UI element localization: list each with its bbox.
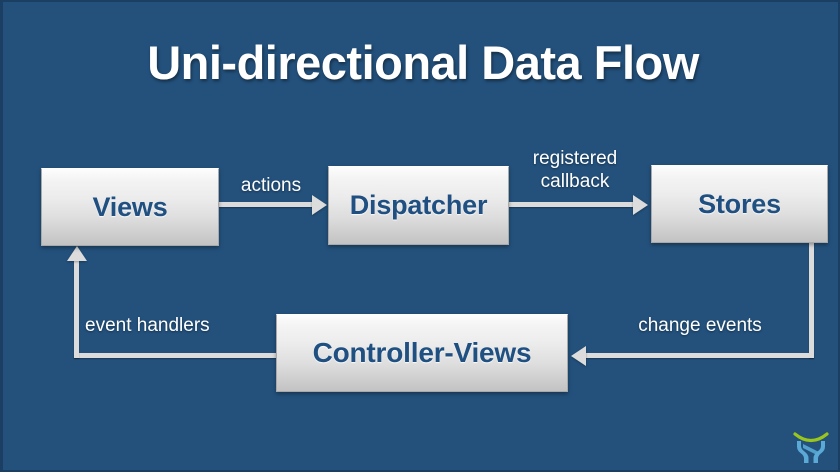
arrowhead-right-icon bbox=[312, 195, 327, 215]
node-controller-views-label: Controller-Views bbox=[312, 337, 532, 368]
connector-stores-to-controller-views bbox=[585, 353, 814, 358]
connector-views-to-dispatcher bbox=[219, 202, 315, 207]
arrowhead-up-icon bbox=[67, 246, 87, 261]
node-views[interactable]: Views bbox=[41, 168, 219, 246]
arrowhead-left-icon bbox=[571, 346, 586, 366]
arrowhead-right-icon bbox=[633, 195, 648, 215]
page-title: Uni-directional Data Flow bbox=[147, 36, 699, 89]
connector-controller-views-left bbox=[74, 353, 280, 358]
node-controller-views[interactable]: Controller-Views bbox=[276, 314, 568, 392]
edge-label-registered-callback-line1: registered bbox=[532, 148, 618, 169]
connector-stores-down bbox=[809, 243, 814, 358]
connector-dispatcher-to-stores bbox=[509, 202, 636, 207]
node-stores[interactable]: Stores bbox=[651, 165, 828, 243]
node-stores-label: Stores bbox=[698, 188, 781, 219]
node-dispatcher[interactable]: Dispatcher bbox=[328, 166, 509, 245]
node-views-label: Views bbox=[92, 191, 168, 222]
connector-controller-views-to-views bbox=[74, 260, 79, 358]
node-dispatcher-label: Dispatcher bbox=[349, 190, 488, 220]
x-logo bbox=[790, 430, 832, 468]
edge-label-actions: actions bbox=[240, 175, 302, 196]
edge-label-registered-callback-line2: callback bbox=[540, 171, 610, 192]
edge-label-event-handlers: event handlers bbox=[85, 315, 210, 336]
edge-label-registered-callback: registered callback bbox=[515, 147, 635, 193]
edge-label-change-events: change events bbox=[638, 315, 762, 336]
